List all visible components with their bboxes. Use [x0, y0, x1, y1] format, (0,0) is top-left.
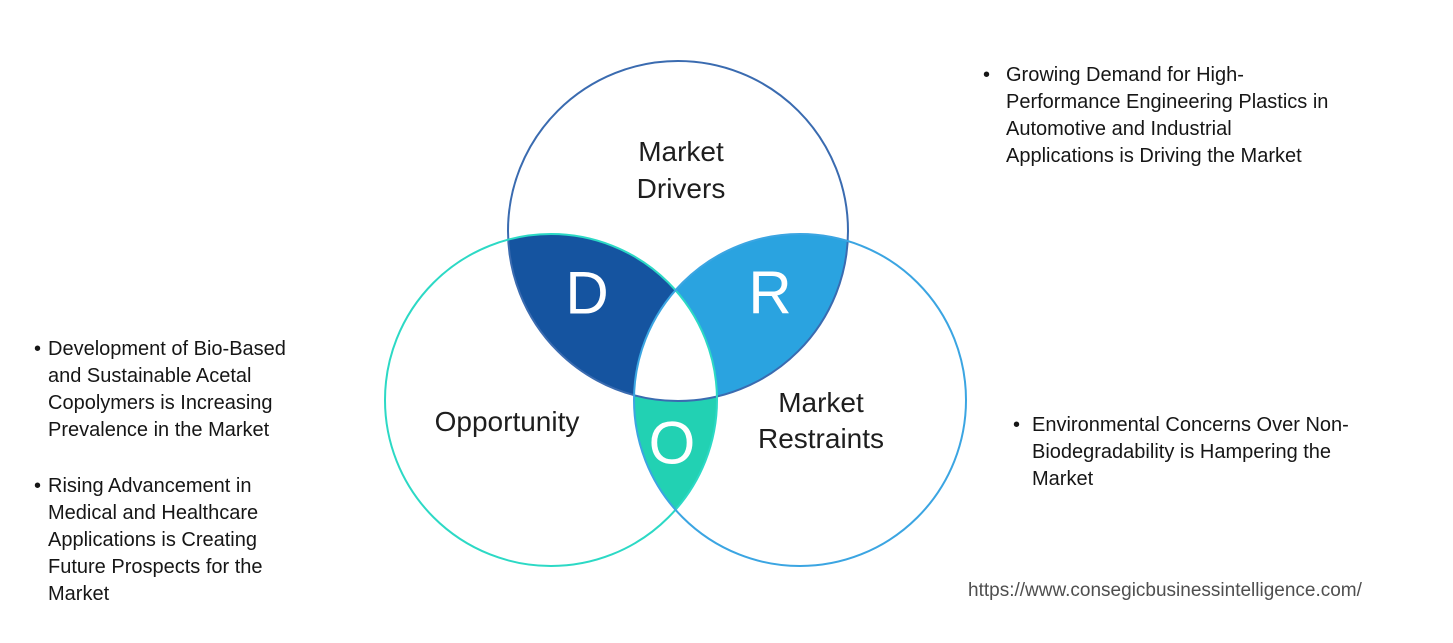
drivers-letter: D — [565, 260, 608, 327]
opportunity-label: Opportunity — [434, 406, 580, 437]
list-item: Growing Demand for High- Performance Eng… — [983, 62, 1413, 170]
opportunity-letter: O — [649, 410, 696, 477]
driver-bullet-list: Growing Demand for High- Performance Eng… — [983, 62, 1413, 170]
list-item: Development of Bio-Based and Sustainable… — [34, 336, 354, 444]
restraint-bullet-list: Environmental Concerns Over Non- Biodegr… — [1013, 412, 1423, 493]
market-restraints-label: Market Restraints — [757, 387, 885, 454]
restraints-letter: R — [748, 260, 791, 327]
restraints-circle-outline — [633, 233, 967, 567]
list-item: Rising Advancement in Medical and Health… — [34, 473, 354, 608]
drivers-circle-outline — [507, 60, 849, 402]
opportunity-bullet-list: Development of Bio-Based and Sustainable… — [34, 336, 354, 608]
list-item: Environmental Concerns Over Non- Biodegr… — [1013, 412, 1423, 493]
source-url: https://www.consegicbusinessintelligence… — [968, 580, 1362, 601]
opportunity-circle-outline — [384, 233, 718, 567]
market-drivers-label: Market Drivers — [636, 136, 726, 204]
